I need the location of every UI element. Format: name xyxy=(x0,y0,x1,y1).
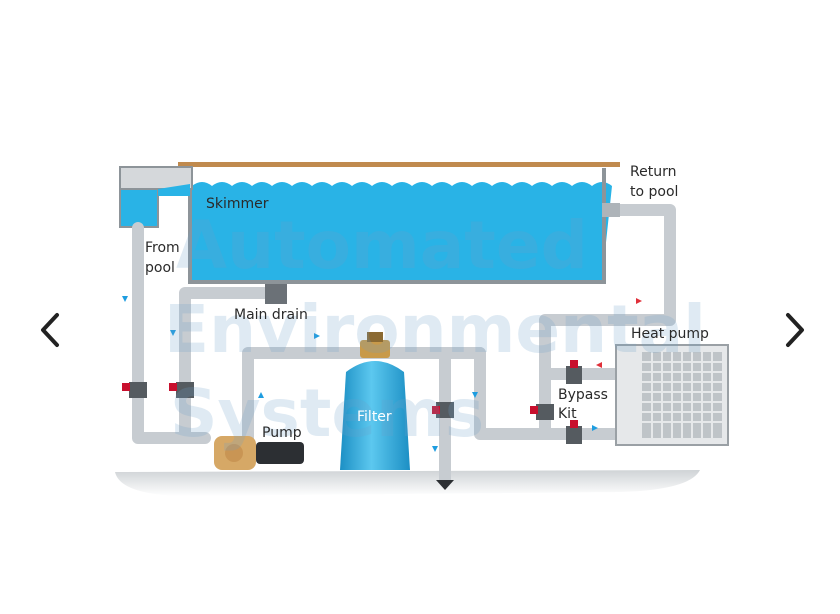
valve-heatpump-in xyxy=(566,420,582,444)
pipe-pump-to-filter xyxy=(242,347,486,446)
valves xyxy=(122,360,582,444)
arrow-up xyxy=(258,392,264,398)
arrow-right xyxy=(592,425,598,431)
heat-pump-label: Heat pump xyxy=(631,326,709,342)
pool-water xyxy=(192,182,612,280)
flow-arrows xyxy=(122,296,642,452)
previous-arrow-button[interactable] xyxy=(30,300,70,360)
return-label: to pool xyxy=(630,184,678,200)
chevron-left-icon xyxy=(41,313,59,347)
ground-drain xyxy=(436,480,454,490)
from-pool-label: From xyxy=(145,240,180,256)
arrow-right xyxy=(314,333,320,339)
ground xyxy=(115,470,700,496)
pipes xyxy=(132,204,676,486)
arrow-down xyxy=(472,392,478,398)
svg-text:Systems: Systems xyxy=(170,375,484,452)
skimmer-label: Skimmer xyxy=(206,196,269,212)
pool-deck xyxy=(178,162,620,167)
from-pool-label: pool xyxy=(145,260,175,276)
heat-pump xyxy=(615,344,729,446)
valve-waste xyxy=(432,402,454,418)
main-drain-fitting xyxy=(265,284,287,304)
filter-label: Filter xyxy=(357,409,392,425)
valve-bypass-main xyxy=(530,404,554,420)
bypass-kit-label: Kit xyxy=(558,406,577,422)
pipe-filter-out xyxy=(474,347,551,440)
filter xyxy=(340,332,410,470)
arrow-down xyxy=(432,446,438,452)
return-label: Return xyxy=(630,164,676,180)
watermark: Automated Environmental Systems xyxy=(164,207,706,452)
pool xyxy=(178,162,620,284)
arrow-down xyxy=(122,296,128,302)
arrow-down xyxy=(170,330,176,336)
valve-main-drain xyxy=(169,382,194,398)
skimmer xyxy=(119,166,193,228)
pump-label: Pump xyxy=(262,425,302,441)
pipe-bypass-main xyxy=(539,204,676,440)
pump xyxy=(214,436,304,470)
bypass-kit-label: Bypass xyxy=(558,387,608,403)
next-arrow-button[interactable] xyxy=(775,300,815,360)
valve-from-pool xyxy=(122,382,147,398)
svg-text:Environmental: Environmental xyxy=(164,291,706,368)
svg-text:Automated: Automated xyxy=(176,207,588,284)
return-fitting xyxy=(602,203,620,217)
arrow-right-red xyxy=(636,298,642,304)
valve-heatpump-out xyxy=(566,360,582,384)
arrow-left-red xyxy=(596,362,602,368)
main-drain-label: Main drain xyxy=(234,307,308,323)
pool-wall xyxy=(188,168,606,284)
chevron-right-icon xyxy=(786,313,804,347)
